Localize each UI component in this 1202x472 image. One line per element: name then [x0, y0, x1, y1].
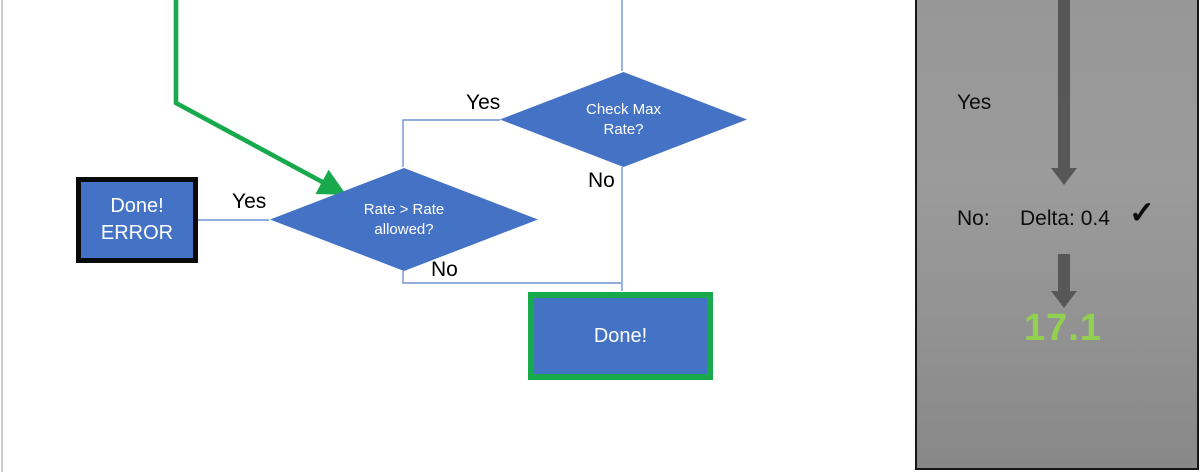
left-edge-divider	[1, 0, 3, 472]
down-arrow-bottom-shaft	[1058, 254, 1070, 291]
down-arrow-top-head	[1051, 168, 1077, 185]
flow-connectors	[173, 0, 623, 291]
rate-no-label: No	[431, 258, 458, 281]
down-arrow-bottom-head	[1051, 291, 1077, 308]
decision-rate-allowed-label: Rate > Rate allowed?	[363, 200, 445, 238]
terminal-done-box: Done!	[528, 292, 713, 380]
terminal-done-error-box: Done! ERROR	[76, 177, 198, 263]
connector-check-yes-to-rate	[402, 119, 500, 167]
connector-rate-no-to-done	[402, 271, 621, 284]
check-max-no-label: No	[588, 169, 615, 192]
result-value: 17.1	[1024, 307, 1102, 349]
rate-yes-label: Yes	[232, 190, 267, 213]
check-max-yes-label: Yes	[466, 91, 501, 114]
done-error-line2: ERROR	[100, 222, 174, 244]
decision-check-max-rate-label: Check Max Rate?	[585, 100, 662, 138]
panel-no-label: No:	[957, 207, 990, 230]
done-label: Done!	[593, 324, 648, 347]
panel-yes-label: Yes	[957, 91, 992, 114]
down-arrow-top-shaft	[1058, 0, 1070, 168]
done-error-line1: Done!	[110, 195, 164, 217]
green-flow-arrow	[173, 0, 347, 195]
panel-delta-value: Delta: 0.4	[1020, 207, 1110, 230]
result-side-panel: Yes No: Delta: 0.4 ✓ 17.1	[915, 0, 1199, 470]
checkmark-icon: ✓	[1129, 195, 1155, 230]
